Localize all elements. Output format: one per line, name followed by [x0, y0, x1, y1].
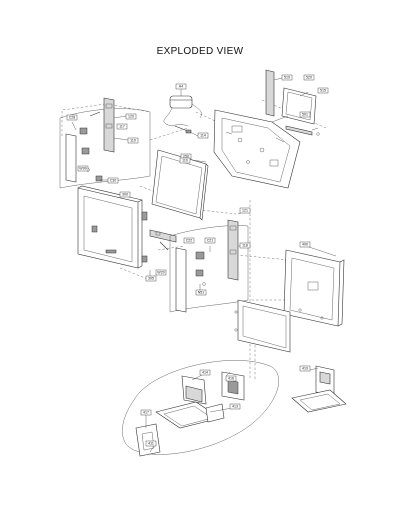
svg-text:118: 118	[242, 244, 248, 248]
svg-text:416: 416	[228, 377, 234, 381]
svg-text:413: 413	[232, 405, 238, 409]
ac-cable	[174, 125, 192, 134]
callout-lower-clip-b: C21	[204, 237, 216, 244]
svg-text:C21: C21	[207, 239, 214, 243]
callout-plate-top: 515	[317, 87, 329, 94]
callout-stand-base: 411	[145, 440, 157, 447]
svg-text:A4: A4	[179, 85, 183, 89]
svg-text:119: 119	[130, 139, 136, 143]
svg-text:520: 520	[306, 76, 312, 80]
svg-text:114: 114	[200, 134, 206, 138]
stand-part-small	[205, 403, 225, 423]
callout-left-screw: W99	[77, 165, 89, 172]
lower-plate	[234, 299, 291, 353]
left-bracket-group	[59, 97, 151, 189]
front-bezel	[77, 185, 143, 269]
svg-text:419: 419	[302, 367, 308, 371]
svg-text:400: 400	[302, 243, 308, 247]
callout-stand-hinge: 414	[199, 369, 211, 376]
svg-text:519: 519	[284, 76, 290, 80]
callout-panel: 110	[179, 157, 191, 164]
callout-stand-column: 416	[225, 375, 237, 382]
callout-right-speaker-screw: W20	[155, 269, 167, 276]
svg-text:417: 417	[143, 411, 149, 415]
svg-text:250: 250	[183, 155, 189, 159]
front-bezel-clips	[91, 175, 148, 263]
callout-bracket-top: 519	[281, 74, 293, 81]
top-shield	[265, 69, 275, 117]
callout-cable: 114	[197, 132, 209, 139]
svg-text:305: 305	[148, 277, 154, 281]
callout-left-speaker: C28	[66, 114, 78, 121]
right-speaker-group	[169, 219, 249, 313]
back-chassis	[213, 109, 301, 189]
callout-adapter: A4	[175, 83, 187, 90]
svg-text:C28: C28	[69, 116, 76, 120]
svg-text:414: 414	[202, 371, 208, 375]
ac-adapter	[163, 95, 202, 127]
rear-cover	[283, 249, 345, 327]
callout-board-right: 501	[299, 111, 311, 118]
stand-hinge	[181, 375, 207, 405]
callout-stand-assy: 419	[299, 365, 311, 372]
stand-foot	[135, 423, 161, 457]
callout-stand-foot: 417	[140, 409, 152, 416]
callout-left-speaker-b: 117	[116, 123, 128, 130]
svg-text:117: 117	[119, 125, 125, 129]
callout-left-bracket-b: 119	[127, 137, 139, 144]
svg-text:W99: W99	[79, 167, 86, 171]
stand-assembled	[291, 365, 347, 413]
top-board	[281, 87, 317, 125]
callout-front-clip: C30	[107, 177, 119, 184]
callout-lower-screw: N51	[195, 289, 207, 296]
callout-left-bracket: 120	[125, 113, 137, 120]
callout-lower-bracket-b: 118	[239, 242, 251, 249]
svg-text:411: 411	[148, 442, 154, 446]
svg-text:C30: C30	[110, 179, 117, 183]
svg-text:121: 121	[242, 209, 248, 213]
stand-group-ellipse	[122, 360, 279, 455]
page-title: EXPLODED VIEW	[156, 46, 244, 57]
callout-shield-top: 520	[303, 74, 315, 81]
svg-text:515: 515	[320, 89, 326, 93]
svg-text:120: 120	[128, 115, 134, 119]
callout-rear-cover: 400	[299, 241, 311, 248]
callout-stand-neck: 413	[229, 403, 241, 410]
svg-text:300: 300	[122, 193, 128, 197]
svg-text:N51: N51	[198, 291, 205, 295]
mid-bracket	[149, 229, 177, 251]
svg-text:W20: W20	[157, 271, 164, 275]
svg-text:110: 110	[182, 159, 188, 163]
svg-text:501: 501	[302, 113, 308, 117]
svg-text:C22: C22	[186, 239, 193, 243]
callout-front-bezel: 300	[119, 191, 131, 198]
right-strip	[285, 125, 320, 136]
callout-lower-clip: C22	[183, 237, 195, 244]
callout-lower-bracket-a: 121	[239, 207, 251, 214]
callout-front-screw: 305	[145, 275, 157, 282]
